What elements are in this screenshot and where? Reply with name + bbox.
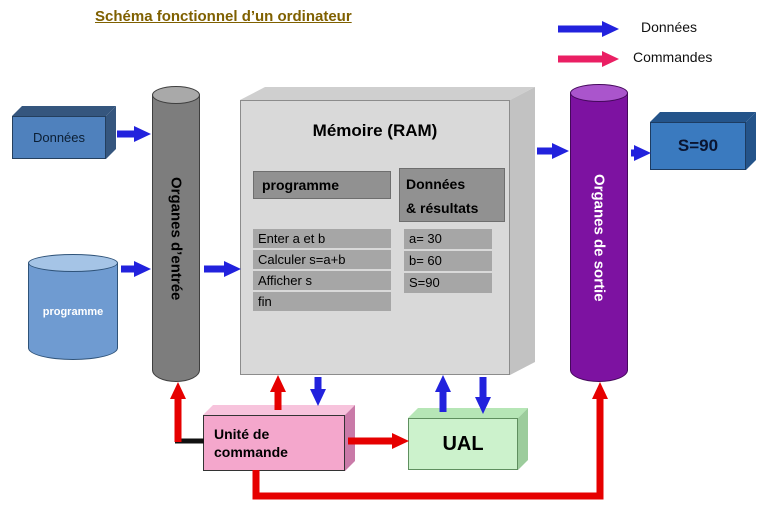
result-row: a= 30: [404, 229, 492, 249]
data-input-box-side-face: [106, 106, 116, 159]
result-box-front: S=90: [650, 122, 746, 170]
memory-box-front: Mémoire (RAM) programme Enter a et b Cal…: [240, 100, 510, 375]
memory-program-header: programme: [253, 171, 391, 199]
result-row: S=90: [404, 273, 492, 293]
program-row: Enter a et b: [253, 229, 391, 248]
control-unit-top-face: [203, 405, 355, 415]
memory-results-rows: a= 30 b= 60 S=90: [404, 229, 492, 295]
diagram-title: Schéma fonctionnel d’un ordinateur: [95, 8, 352, 25]
input-organ-cylinder-body: [152, 95, 200, 382]
data-input-box-label: Données: [32, 130, 86, 145]
alu-box-front: UAL: [408, 418, 518, 470]
memory-program-rows: Enter a et b Calculer s=a+b Afficher s f…: [253, 229, 391, 313]
memory-title: Mémoire (RAM): [312, 121, 438, 140]
data-input-box-top-face: [12, 106, 116, 116]
result-box-side-face: [746, 112, 756, 170]
control-unit-label-line1: Unité de: [214, 426, 270, 442]
memory-results-header: Données & résultats: [399, 168, 505, 222]
memory-results-header-line2: & résultats: [406, 200, 479, 216]
legend-commands-label: Commandes: [633, 49, 713, 65]
control-unit-label-line2: commande: [214, 444, 288, 460]
result-box-top-face: [650, 112, 756, 122]
alu-box-side-face: [518, 408, 528, 470]
program-row: Afficher s: [253, 271, 391, 290]
output-organ-cylinder-body: [570, 93, 628, 382]
control-unit-front: Unité de commande: [203, 415, 345, 471]
alu-box-top-face: [408, 408, 528, 418]
program-row: Calculer s=a+b: [253, 250, 391, 269]
output-organ-cylinder: Organes de sortie: [570, 84, 628, 382]
memory-box-side-face: [510, 87, 535, 375]
output-organ-label: Organes de sortie: [590, 174, 608, 302]
program-cylinder: programme: [28, 254, 118, 360]
memory-box-top-face: [240, 87, 535, 100]
result-box-label: S=90: [677, 136, 719, 155]
alu-label: UAL: [442, 432, 484, 455]
program-cylinder-body: [28, 263, 118, 360]
program-cylinder-label: programme: [42, 306, 104, 318]
alu-box: UAL: [408, 408, 528, 470]
data-input-box-front: Données: [12, 116, 106, 159]
program-row: fin: [253, 292, 391, 311]
control-unit-side-face: [345, 405, 355, 471]
memory-results-header-line1: Données: [406, 176, 466, 192]
result-box: S=90: [650, 112, 756, 170]
control-unit-box: Unité de commande: [203, 405, 355, 471]
input-organ-cylinder-top: [152, 86, 200, 104]
data-input-box: Données: [12, 106, 116, 159]
input-organ-label: Organes d’entrée: [167, 177, 185, 301]
result-row: b= 60: [404, 251, 492, 271]
memory-box: Mémoire (RAM) programme Enter a et b Cal…: [240, 87, 535, 375]
program-cylinder-top: [28, 254, 118, 272]
legend-data-label: Données: [641, 19, 698, 35]
output-organ-cylinder-top: [570, 84, 628, 102]
input-organ-cylinder: Organes d’entrée: [152, 86, 200, 382]
